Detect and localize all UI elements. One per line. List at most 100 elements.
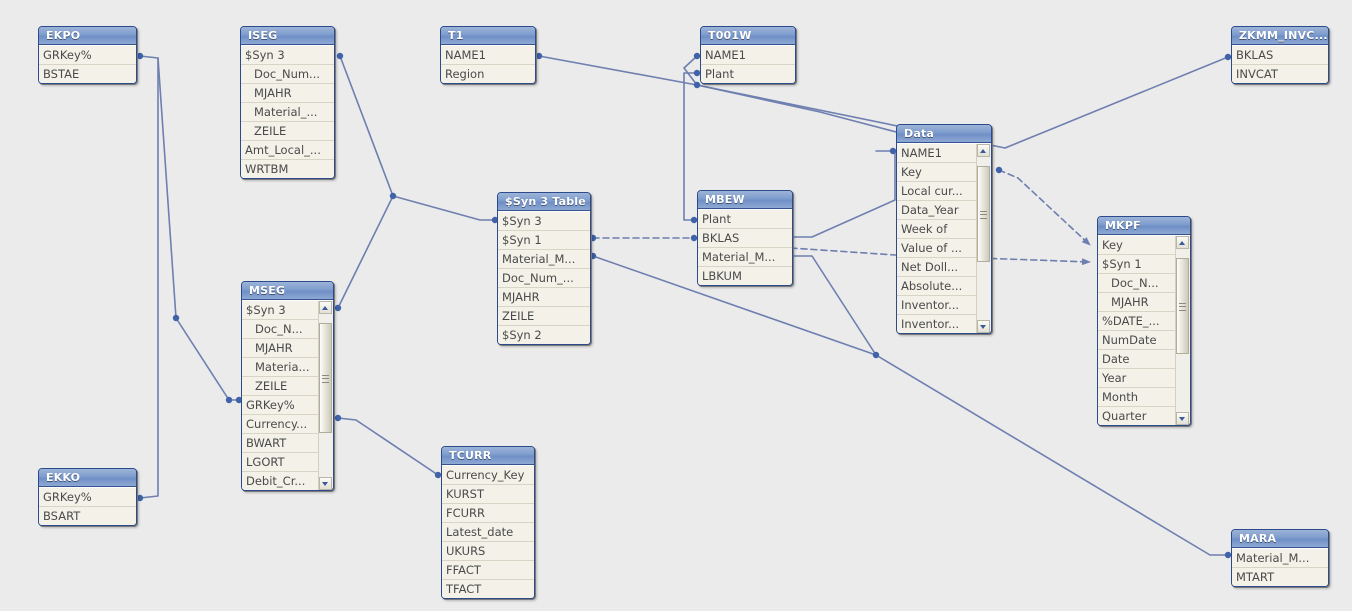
- table-field[interactable]: FFACT: [442, 561, 534, 580]
- table-field[interactable]: ZEILE: [498, 307, 590, 326]
- table-field[interactable]: Doc_Num...: [241, 65, 334, 84]
- table-field[interactable]: NAME1: [897, 144, 977, 163]
- table-field[interactable]: MJAHR: [498, 288, 590, 307]
- relationship-link[interactable]: [998, 169, 1091, 246]
- table-field[interactable]: MJAHR: [1098, 293, 1176, 312]
- table-field[interactable]: BKLAS: [1232, 46, 1328, 65]
- table-field[interactable]: BSART: [39, 507, 136, 525]
- table-field[interactable]: Week of: [897, 220, 977, 239]
- link-endpoint-dot[interactable]: [995, 166, 1003, 174]
- link-endpoint-dot[interactable]: [872, 351, 880, 359]
- scrollbar-thumb[interactable]: [977, 166, 990, 262]
- relationship-link[interactable]: [790, 151, 896, 238]
- table-field[interactable]: Latest_date: [442, 523, 534, 542]
- relationship-link[interactable]: [790, 255, 877, 356]
- table-field[interactable]: $Syn 3: [498, 212, 590, 231]
- table-field[interactable]: Doc_N...: [242, 320, 319, 339]
- table-field[interactable]: Key: [897, 163, 977, 182]
- table-field[interactable]: Month: [1098, 388, 1176, 407]
- table-field[interactable]: %DATE_...: [1098, 312, 1176, 331]
- table-field[interactable]: MTART: [1232, 568, 1328, 586]
- scroll-up-arrow-icon[interactable]: [319, 301, 332, 314]
- table-field[interactable]: BWART: [242, 434, 319, 453]
- table-field[interactable]: Year: [1098, 369, 1176, 388]
- table-field[interactable]: WRTBM: [241, 160, 334, 178]
- table-field[interactable]: GRKey%: [242, 396, 319, 415]
- link-endpoint-dot[interactable]: [693, 81, 701, 89]
- relationship-link[interactable]: [683, 72, 698, 221]
- table-field[interactable]: LGORT: [242, 453, 319, 472]
- table-title[interactable]: EKPO: [39, 27, 136, 45]
- link-endpoint-dot[interactable]: [172, 314, 180, 322]
- table-field[interactable]: Amt_Local_...: [241, 141, 334, 160]
- link-endpoint-dot[interactable]: [136, 494, 144, 502]
- table-field[interactable]: Key: [1098, 236, 1176, 255]
- scrollbar-thumb[interactable]: [319, 323, 332, 433]
- link-endpoint-dot[interactable]: [136, 52, 144, 60]
- table-field[interactable]: TFACT: [442, 580, 534, 598]
- table-field[interactable]: ZEILE: [242, 377, 319, 396]
- scroll-down-arrow-icon[interactable]: [1176, 412, 1189, 425]
- table-field[interactable]: BSTAE: [39, 65, 136, 83]
- table-title[interactable]: $Syn 3 Table: [498, 193, 590, 211]
- table-title[interactable]: T1: [441, 27, 535, 45]
- table-field[interactable]: $Syn 3: [242, 301, 319, 320]
- table-field[interactable]: Material_M...: [698, 248, 792, 267]
- table-field[interactable]: Absolute...: [897, 277, 977, 296]
- scrollbar-thumb[interactable]: [1176, 258, 1189, 354]
- table-field[interactable]: Doc_Num_...: [498, 269, 590, 288]
- field-list-scrollbar[interactable]: [976, 144, 990, 333]
- link-endpoint-dot[interactable]: [334, 414, 342, 422]
- table-field[interactable]: UKURS: [442, 542, 534, 561]
- table-field[interactable]: Materia...: [242, 358, 319, 377]
- field-list-scrollbar[interactable]: [318, 301, 332, 490]
- table-field[interactable]: Data_Year: [897, 201, 977, 220]
- table-field[interactable]: Currency...: [242, 415, 319, 434]
- table-field[interactable]: NAME1: [701, 46, 795, 65]
- table-field[interactable]: FCURR: [442, 504, 534, 523]
- table-title[interactable]: ISEG: [241, 27, 334, 45]
- table-title[interactable]: Data: [897, 125, 991, 143]
- table-field[interactable]: LBKUM: [698, 267, 792, 285]
- table-title[interactable]: MKPF: [1098, 217, 1190, 235]
- table-title[interactable]: TCURR: [442, 447, 534, 465]
- scroll-down-arrow-icon[interactable]: [977, 320, 990, 333]
- table-field[interactable]: KURST: [442, 485, 534, 504]
- relationship-link[interactable]: [683, 55, 698, 86]
- field-list-scrollbar[interactable]: [1175, 236, 1189, 425]
- table-title[interactable]: MBEW: [698, 191, 792, 209]
- table-field[interactable]: Doc_N...: [1098, 274, 1176, 293]
- table-title[interactable]: MARA: [1232, 530, 1328, 548]
- table-title[interactable]: T001W: [701, 27, 795, 45]
- table-field[interactable]: Inventor...: [897, 315, 977, 333]
- table-title[interactable]: EKKO: [39, 469, 136, 487]
- table-field[interactable]: Value of ...: [897, 239, 977, 258]
- table-field[interactable]: Date: [1098, 350, 1176, 369]
- link-endpoint-dot[interactable]: [389, 192, 397, 200]
- relationship-link[interactable]: [337, 417, 439, 476]
- table-field[interactable]: NAME1: [441, 46, 535, 65]
- table-field[interactable]: Local cur...: [897, 182, 977, 201]
- link-endpoint-dot[interactable]: [535, 52, 543, 60]
- table-field[interactable]: $Syn 3: [241, 46, 334, 65]
- table-field[interactable]: Material_...: [241, 103, 334, 122]
- table-field[interactable]: MJAHR: [242, 339, 319, 358]
- scroll-down-arrow-icon[interactable]: [319, 477, 332, 490]
- table-field[interactable]: Net Doll...: [897, 258, 977, 277]
- table-field[interactable]: BKLAS: [698, 229, 792, 248]
- table-field[interactable]: INVCAT: [1232, 65, 1328, 83]
- table-field[interactable]: Region: [441, 65, 535, 83]
- table-field[interactable]: NumDate: [1098, 331, 1176, 350]
- table-field[interactable]: $Syn 1: [498, 231, 590, 250]
